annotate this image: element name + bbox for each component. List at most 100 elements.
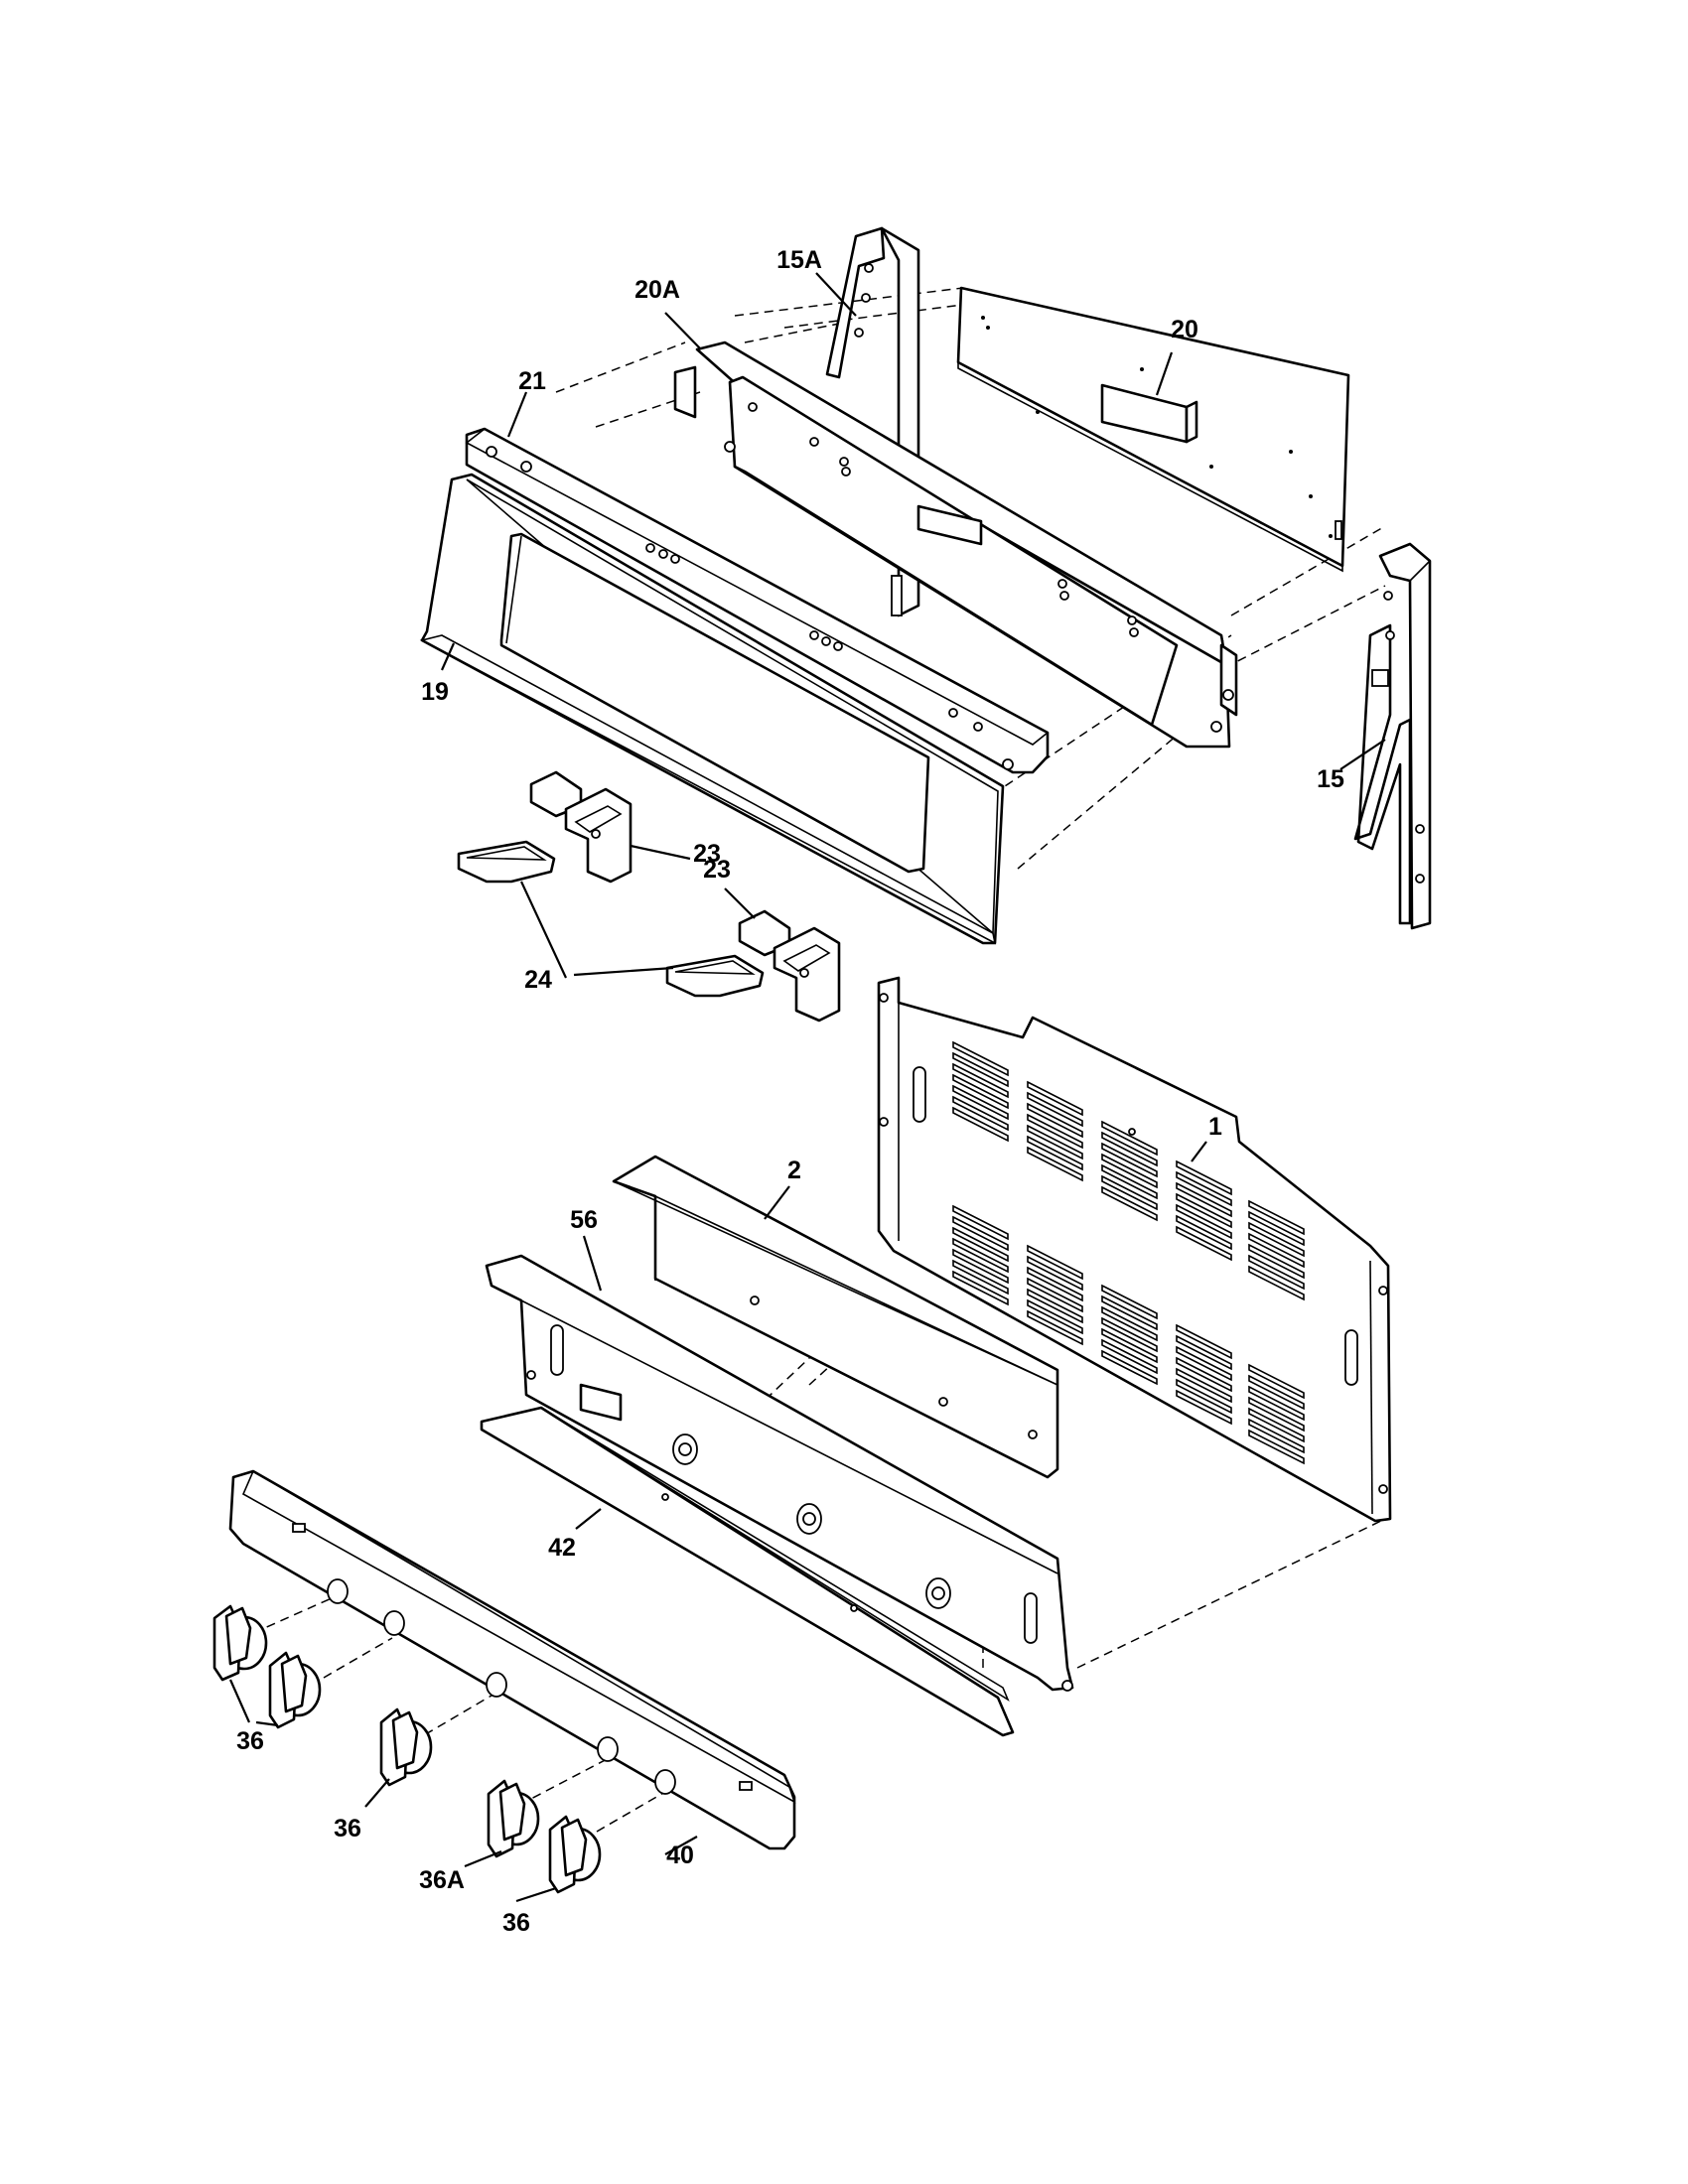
vent-louver bbox=[952, 1270, 1009, 1306]
callout-42: 42 bbox=[548, 1534, 576, 1562]
callout-19: 19 bbox=[421, 678, 449, 706]
callout-36-a: 36 bbox=[236, 1727, 264, 1755]
vent-louver bbox=[952, 1215, 1009, 1252]
vent-louver bbox=[1101, 1295, 1158, 1331]
part-1-rear-panel bbox=[877, 976, 1392, 1523]
callout-36-c: 36 bbox=[502, 1909, 530, 1937]
vent-louver bbox=[1027, 1244, 1083, 1281]
vent-louver bbox=[1027, 1091, 1083, 1128]
vent-louver bbox=[1027, 1113, 1083, 1150]
vent-louver bbox=[1248, 1243, 1305, 1280]
vent-louver bbox=[1101, 1153, 1158, 1189]
vent-louver bbox=[1248, 1418, 1305, 1454]
knob-36-3 bbox=[379, 1707, 433, 1787]
vent-louver bbox=[1027, 1124, 1083, 1160]
vent-louver bbox=[1248, 1210, 1305, 1247]
vent-louver bbox=[952, 1051, 1009, 1088]
vent-louver bbox=[1176, 1389, 1232, 1426]
vent-louver bbox=[1101, 1142, 1158, 1178]
vent-louver bbox=[1027, 1146, 1083, 1182]
vent-louver bbox=[1101, 1120, 1158, 1157]
part-2-heat-shield bbox=[612, 1155, 1059, 1479]
callout-36-b: 36 bbox=[334, 1815, 361, 1843]
part-24-clip-upper bbox=[457, 840, 556, 884]
vent-louver bbox=[1248, 1396, 1305, 1433]
vent-louver bbox=[1101, 1316, 1158, 1353]
vent-louver bbox=[1176, 1323, 1232, 1360]
callout-56: 56 bbox=[570, 1206, 598, 1234]
vent-louver bbox=[1176, 1356, 1232, 1393]
vent-louver bbox=[1027, 1255, 1083, 1292]
vent-louver bbox=[1176, 1345, 1232, 1382]
vent-louver bbox=[1176, 1181, 1232, 1218]
rear-panel-vents bbox=[952, 1040, 1305, 1465]
vent-louver bbox=[1248, 1221, 1305, 1258]
vent-louver bbox=[1027, 1266, 1083, 1302]
knob-36-1 bbox=[212, 1604, 268, 1682]
part-19-control-panel bbox=[419, 473, 1005, 945]
leader-lines bbox=[228, 272, 1386, 1903]
part-56-manifold-panel bbox=[485, 1254, 1074, 1692]
vent-louver bbox=[1101, 1185, 1158, 1222]
part-24-clip-lower bbox=[665, 954, 765, 998]
callout-2: 2 bbox=[787, 1157, 801, 1184]
part-40-knob-panel bbox=[228, 1469, 796, 1850]
vent-louver bbox=[1176, 1334, 1232, 1371]
vent-louver bbox=[1248, 1407, 1305, 1443]
callout-20: 20 bbox=[1171, 316, 1198, 343]
part-23-clip-upper bbox=[529, 770, 633, 884]
vent-louver bbox=[1101, 1327, 1158, 1364]
vent-louver bbox=[1248, 1232, 1305, 1269]
callout-36A: 36A bbox=[419, 1866, 465, 1894]
vent-louver bbox=[1101, 1163, 1158, 1200]
vent-louver bbox=[1176, 1367, 1232, 1404]
vent-louver bbox=[952, 1248, 1009, 1285]
knob-36A bbox=[487, 1779, 540, 1858]
vent-louver bbox=[1248, 1363, 1305, 1400]
vent-louver bbox=[1027, 1277, 1083, 1313]
callout-24: 24 bbox=[524, 966, 552, 994]
vent-louver bbox=[1176, 1170, 1232, 1207]
vent-louver bbox=[1101, 1305, 1158, 1342]
callout-20A: 20A bbox=[634, 276, 680, 304]
vent-louver bbox=[952, 1040, 1009, 1077]
vent-louver bbox=[1101, 1174, 1158, 1211]
callout-40: 40 bbox=[666, 1842, 694, 1869]
callout-21: 21 bbox=[518, 367, 546, 395]
callout-labels: 15A 20A 20 21 19 15 23 23 24 1 2 56 42 3… bbox=[236, 246, 1344, 1937]
vent-louver bbox=[952, 1204, 1009, 1241]
callout-1: 1 bbox=[1208, 1113, 1222, 1141]
vent-louver bbox=[1176, 1192, 1232, 1229]
part-21-panel-frame bbox=[465, 427, 1050, 774]
vent-louver bbox=[1101, 1131, 1158, 1167]
vent-louver bbox=[1027, 1309, 1083, 1346]
vent-louver bbox=[1248, 1429, 1305, 1465]
vent-louver bbox=[952, 1095, 1009, 1132]
part-20A-mounting-plate bbox=[673, 341, 1238, 749]
vent-louver bbox=[1248, 1265, 1305, 1301]
vent-louver bbox=[1027, 1080, 1083, 1117]
vent-louver bbox=[952, 1084, 1009, 1121]
part-23-clip-lower bbox=[738, 909, 841, 1023]
vent-louver bbox=[952, 1106, 1009, 1143]
vent-louver bbox=[1176, 1214, 1232, 1251]
callout-23-lower: 23 bbox=[703, 856, 731, 884]
vent-louver bbox=[1027, 1102, 1083, 1139]
vent-louver bbox=[1101, 1284, 1158, 1320]
vent-louver bbox=[1248, 1199, 1305, 1236]
callout-15: 15 bbox=[1317, 765, 1344, 793]
part-20-control-board bbox=[956, 286, 1350, 573]
callout-15A: 15A bbox=[776, 246, 822, 274]
vent-louver bbox=[952, 1259, 1009, 1296]
vent-louver bbox=[1027, 1135, 1083, 1171]
vent-louver bbox=[1176, 1160, 1232, 1196]
vent-louver bbox=[1176, 1225, 1232, 1262]
knob-36-2 bbox=[268, 1651, 322, 1729]
part-15-bracket bbox=[1353, 542, 1432, 930]
vent-louver bbox=[1027, 1288, 1083, 1324]
vent-louver bbox=[1248, 1374, 1305, 1411]
vent-louver bbox=[1027, 1298, 1083, 1335]
vent-louver bbox=[1101, 1349, 1158, 1386]
vent-louver bbox=[952, 1237, 1009, 1274]
